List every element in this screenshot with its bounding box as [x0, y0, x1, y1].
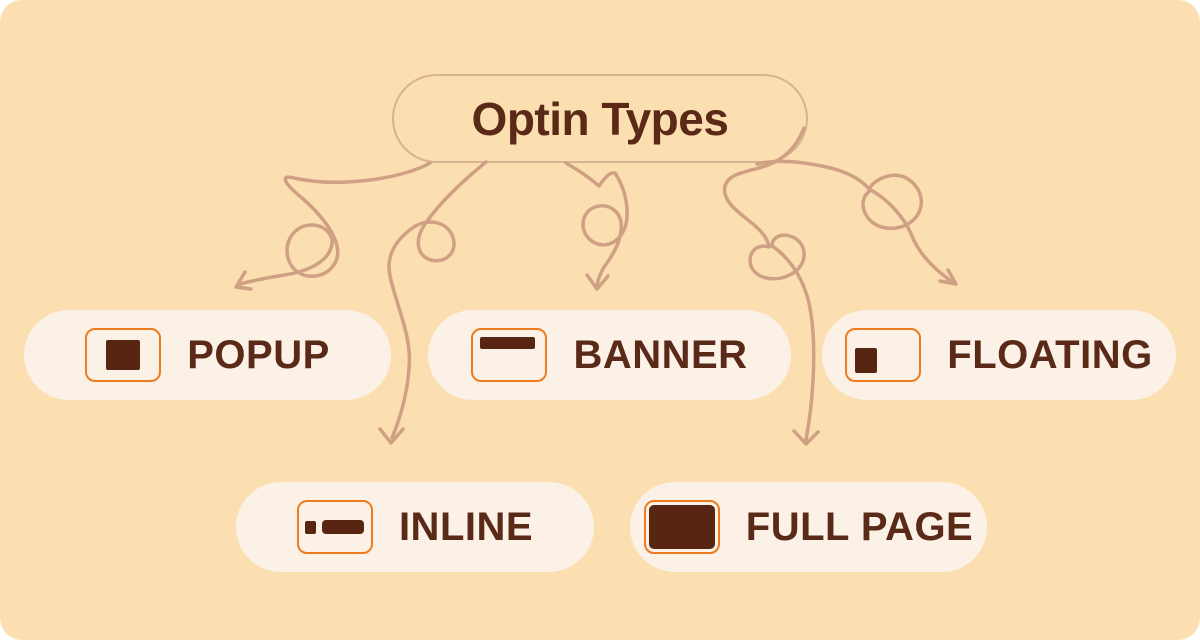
node-pill-popup: POPUP: [24, 310, 391, 400]
node-label-inline: INLINE: [398, 504, 534, 549]
arrow-to-banner: [564, 161, 629, 291]
node-label-banner: BANNER: [573, 332, 748, 377]
node-label-fullpage: FULL PAGE: [745, 504, 974, 549]
popup-window-icon: [85, 328, 162, 382]
arrowhead-banner: [585, 273, 610, 291]
diagram-title: Optin Types: [471, 92, 729, 145]
arrowhead-floating: [938, 268, 958, 286]
arrow-to-popup: [234, 161, 432, 291]
arrowhead-fullpage: [792, 429, 820, 446]
node-pill-fullpage: FULL PAGE: [630, 482, 987, 572]
arrow-to-inline: [378, 160, 488, 445]
arrow-to-floating: [755, 159, 958, 286]
floating-box-icon: [845, 328, 922, 382]
node-pill-inline: INLINE: [236, 482, 594, 572]
node-pill-banner: BANNER: [428, 310, 791, 400]
title-node: Optin Types: [392, 74, 808, 163]
node-label-popup: POPUP: [187, 332, 330, 377]
full-page-icon: [643, 500, 720, 554]
arrowhead-popup: [234, 270, 253, 291]
arrowhead-inline: [378, 427, 405, 445]
inline-content-icon: [296, 500, 373, 554]
node-label-floating: FLOATING: [947, 332, 1153, 377]
banner-bar-icon: [471, 328, 548, 382]
node-pill-floating: FLOATING: [822, 310, 1176, 400]
